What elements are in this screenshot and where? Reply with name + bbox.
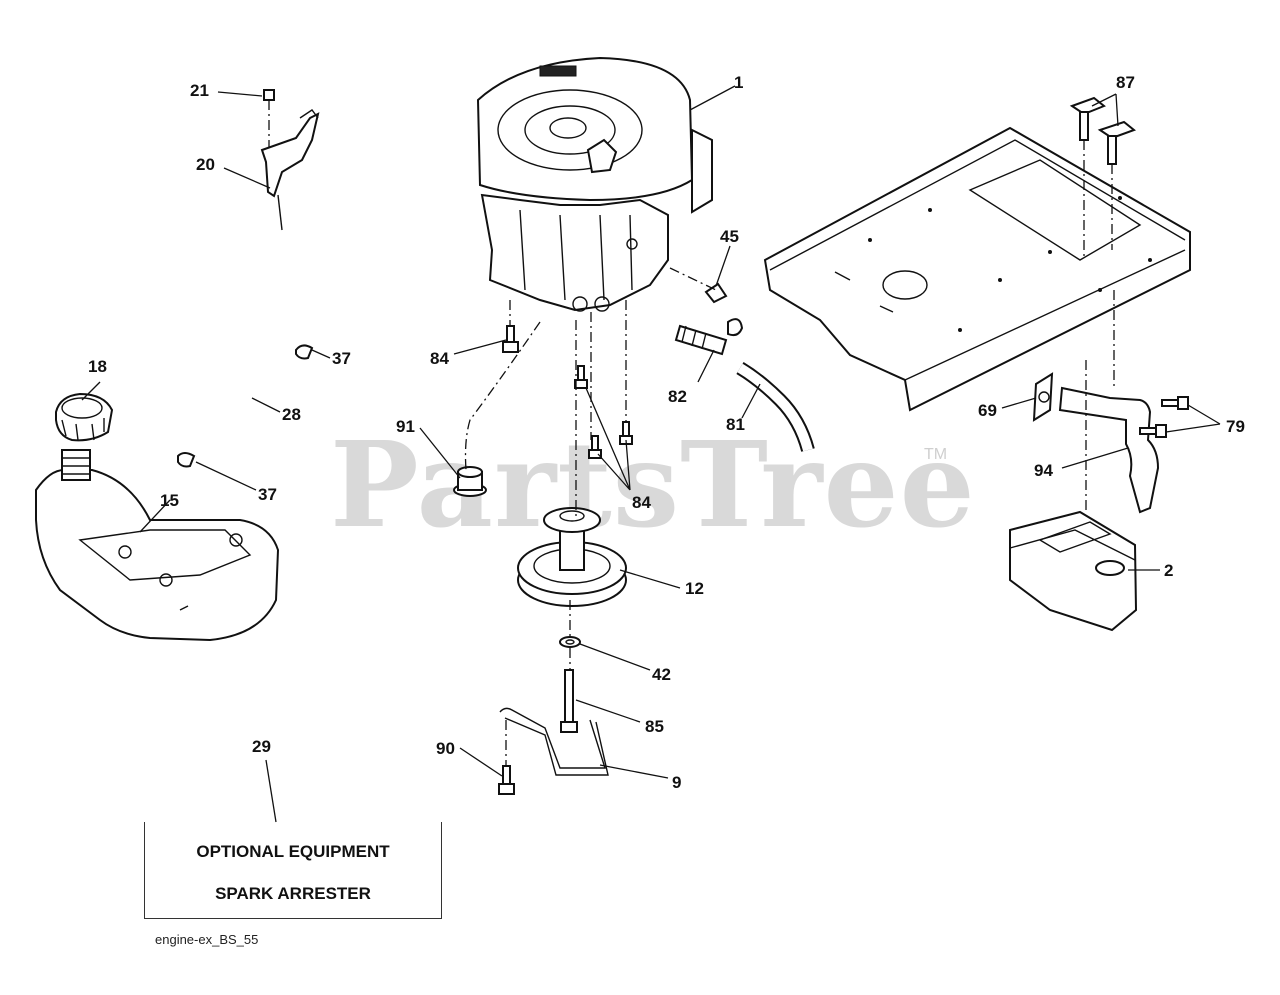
- callout-45: 45: [720, 227, 739, 246]
- fuel-hose-part[interactable]: [736, 361, 815, 452]
- fuel-valve-part[interactable]: [674, 318, 744, 356]
- spacer-part[interactable]: [453, 466, 487, 497]
- small-bolt-part[interactable]: [498, 765, 515, 795]
- washer-part[interactable]: [559, 636, 581, 648]
- callout-79: 79: [1226, 417, 1245, 436]
- bracket-part[interactable]: [499, 707, 609, 776]
- chassis-frame-part[interactable]: [763, 126, 1191, 412]
- muffler-screw-part[interactable]: [1139, 396, 1189, 438]
- optional-equipment-box: OPTIONAL EQUIPMENT SPARK ARRESTER: [143, 822, 442, 919]
- callout-42: 42: [652, 665, 671, 684]
- fuel-tank-part[interactable]: [35, 449, 280, 642]
- callout-81: 81: [726, 415, 745, 434]
- center-bolt-part[interactable]: [560, 669, 578, 733]
- frame-bolt-part[interactable]: [1069, 96, 1137, 165]
- engine-bolt-part[interactable]: [502, 325, 633, 459]
- callout-29: 29: [252, 737, 271, 756]
- callout-90: 90: [436, 739, 455, 758]
- callout-94: 94: [1034, 461, 1053, 480]
- callout-1: 1: [734, 73, 743, 92]
- center-lines: [464, 140, 1115, 766]
- callout-12: 12: [685, 579, 704, 598]
- callout-87: 87: [1116, 73, 1135, 92]
- engine-part[interactable]: [476, 56, 713, 312]
- trademark-mark: TM: [924, 446, 948, 463]
- exhaust-pipe-part[interactable]: [1058, 386, 1160, 514]
- gasket-part[interactable]: [1032, 372, 1054, 422]
- callout-15: 15: [160, 491, 179, 510]
- callout-20: 20: [196, 155, 215, 174]
- callout-labels: 1 21 20 18 15 37 28 37 12 42 85 9 90 84 …: [88, 73, 1245, 792]
- callout-37-lower: 37: [258, 485, 277, 504]
- fuel-cap-part[interactable]: [55, 392, 114, 442]
- spark-arrester-label: SPARK ARRESTER: [215, 884, 371, 903]
- throttle-control-part[interactable]: [260, 89, 320, 231]
- hose-clamp-lower-part[interactable]: [177, 452, 196, 468]
- pulley-part[interactable]: [517, 507, 627, 607]
- muffler-part[interactable]: [1009, 510, 1138, 632]
- callout-82: 82: [668, 387, 687, 406]
- watermark-logo: PartsTree: [330, 415, 976, 554]
- callout-85: 85: [645, 717, 664, 736]
- callout-2: 2: [1164, 561, 1173, 580]
- hose-clamp-upper-part[interactable]: [295, 344, 314, 360]
- callout-37-upper: 37: [332, 349, 351, 368]
- callout-28: 28: [282, 405, 301, 424]
- callout-91: 91: [396, 417, 415, 436]
- optional-equipment-label: OPTIONAL EQUIPMENT: [196, 842, 390, 861]
- leader-lines: [81, 85, 1221, 823]
- fuel-line-part[interactable]: [194, 350, 301, 458]
- callout-9: 9: [672, 773, 681, 792]
- fuel-fitting-part[interactable]: [704, 282, 728, 304]
- diagram-reference-code: engine-ex_BS_55: [155, 932, 259, 947]
- callout-84-center: 84: [632, 493, 651, 512]
- callout-69: 69: [978, 401, 997, 420]
- callout-21: 21: [190, 81, 209, 100]
- callout-18: 18: [88, 357, 107, 376]
- callout-84-left: 84: [430, 349, 449, 368]
